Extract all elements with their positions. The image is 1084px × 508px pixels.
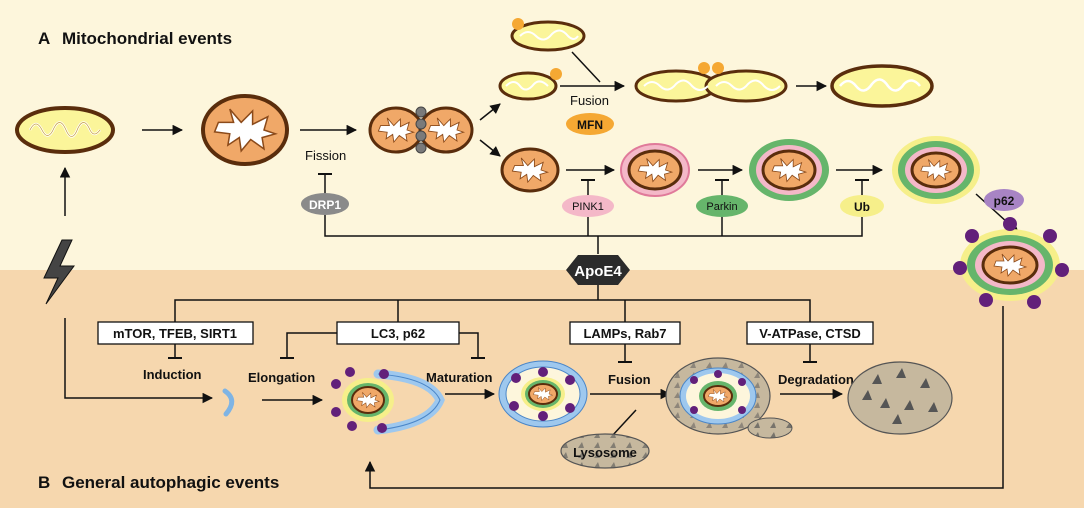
ub-label: Ub [854, 200, 870, 214]
pink1-tagged-mitochondrion [620, 143, 690, 197]
regulator-label-3: LAMPs, Rab7 [583, 326, 666, 341]
panel-a-title: Mitochondrial events [62, 29, 232, 48]
stress-lightning-icon [43, 239, 75, 305]
drp1-badge [301, 193, 349, 215]
arrow-mitophagy-to-autophagosome [364, 306, 1004, 489]
swollen-mitochondrion [201, 94, 289, 166]
small-mito-mid [498, 68, 562, 101]
parkin-badge [696, 195, 748, 217]
p62-bound-mitochondrion [953, 217, 1069, 309]
fusion-line-top [571, 51, 601, 83]
ub-badge [840, 195, 884, 217]
arrow-stress-to-phagophore [64, 318, 214, 404]
fusion-label: Fusion [570, 93, 609, 108]
apoe4-label: ApoE4 [574, 263, 622, 280]
degradation-label: Degradation [778, 372, 854, 387]
apoe4-upper-bus [324, 215, 863, 237]
elongation-label: Elongation [248, 370, 315, 385]
parkin-tagged-mitochondrion [749, 139, 829, 201]
p62-badge [984, 189, 1024, 211]
mfn-badge [566, 113, 614, 135]
panel-a-letter: A [38, 29, 50, 48]
induction-label: Induction [143, 367, 202, 382]
fused-mitochondrion [830, 64, 934, 108]
apoe4-lower-bus [174, 299, 811, 322]
regulator-label-2: LC3, p62 [371, 326, 425, 341]
small-mito-top [510, 18, 586, 52]
phagophore [222, 388, 235, 417]
fission-label: Fission [305, 148, 346, 163]
regulator-label-1: mTOR, TFEB, SIRT1 [113, 326, 237, 341]
dividing-mitochondrion [368, 106, 474, 154]
parkin-label: Parkin [706, 201, 737, 213]
pink1-label: PINK1 [572, 201, 604, 213]
autolysosome [665, 357, 793, 439]
arrow-branch-up [479, 103, 501, 121]
fusing-mitochondria [634, 62, 788, 103]
fusion-step-label: Fusion [608, 372, 651, 387]
autophagosome [498, 360, 588, 428]
pink1-badge [562, 195, 614, 217]
degraded-contents [847, 361, 953, 435]
p62-label: p62 [994, 194, 1015, 208]
maturation-label: Maturation [426, 370, 493, 385]
elongating-phagophore [331, 367, 445, 435]
panel-b-letter: B [38, 473, 50, 492]
arrow-branch-down [479, 139, 501, 157]
lysosome-label: Lysosome [573, 445, 637, 460]
damaged-mitochondrion [500, 147, 560, 193]
lysosome-fusion-line [611, 409, 637, 437]
ubiquitinated-mitochondrion [892, 136, 980, 204]
lysosome: Lysosome [560, 433, 650, 469]
apoe4-hexagon [566, 255, 630, 285]
mfn-label: MFN [577, 118, 603, 132]
panel-b-title: General autophagic events [62, 473, 279, 492]
regulator-label-4: V-ATPase, CTSD [759, 326, 861, 341]
healthy-mitochondrion [15, 106, 115, 154]
drp1-label: DRP1 [309, 198, 341, 212]
